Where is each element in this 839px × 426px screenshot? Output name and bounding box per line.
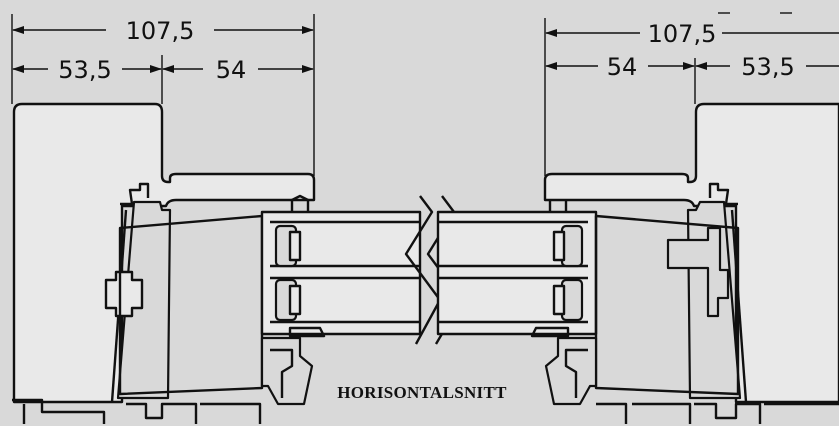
left-gasket xyxy=(120,182,150,206)
left-glass-pane-frame xyxy=(260,210,422,336)
left-sill-d xyxy=(200,402,262,424)
right-lock-recess xyxy=(666,226,730,318)
left-spacer-top-inner xyxy=(288,230,302,262)
break-line-left xyxy=(404,195,442,345)
left-frame-member xyxy=(116,200,172,400)
left-part-a-dimension: 53,5 xyxy=(58,56,111,84)
right-sill-a xyxy=(596,402,628,424)
left-spacer-bottom-inner xyxy=(288,284,302,316)
right-part-a-dimension: 54 xyxy=(607,53,638,81)
drawing-caption: HORISONTALSNITT xyxy=(337,383,507,402)
right-dimensions: 107,5 54 53,5 xyxy=(544,12,839,176)
left-lock-notch xyxy=(104,270,144,318)
left-glazing-clip-bottom xyxy=(288,326,326,338)
right-glazing-bead xyxy=(544,336,598,406)
right-gasket xyxy=(708,182,738,206)
left-part-b-dimension: 54 xyxy=(216,56,247,84)
right-sash-body xyxy=(543,102,839,404)
right-sill-b xyxy=(632,402,692,424)
right-spacer-top-inner xyxy=(552,230,566,262)
left-inner-panel xyxy=(118,214,264,396)
right-bead-detail xyxy=(564,348,588,398)
left-sill-c xyxy=(126,402,198,424)
left-dimensions: 107,5 53,5 54 xyxy=(11,14,315,176)
right-frame xyxy=(543,102,839,424)
left-bead-detail xyxy=(270,348,294,398)
right-glazing xyxy=(436,194,598,338)
left-glazing xyxy=(260,194,422,338)
left-sill-a xyxy=(12,398,106,424)
right-sill-c xyxy=(694,402,762,424)
left-frame xyxy=(12,102,316,424)
left-glazing-clip-top xyxy=(290,194,310,212)
right-inner-panel xyxy=(594,214,740,396)
left-sash-body xyxy=(12,102,316,404)
right-total-dimension: 107,5 xyxy=(648,20,717,48)
left-glazing-bead xyxy=(260,336,314,406)
left-total-dimension: 107,5 xyxy=(126,17,195,45)
right-part-b-dimension: 53,5 xyxy=(741,53,794,81)
right-glazing-clip-bottom xyxy=(530,326,570,338)
right-spacer-bottom-inner xyxy=(552,284,566,316)
